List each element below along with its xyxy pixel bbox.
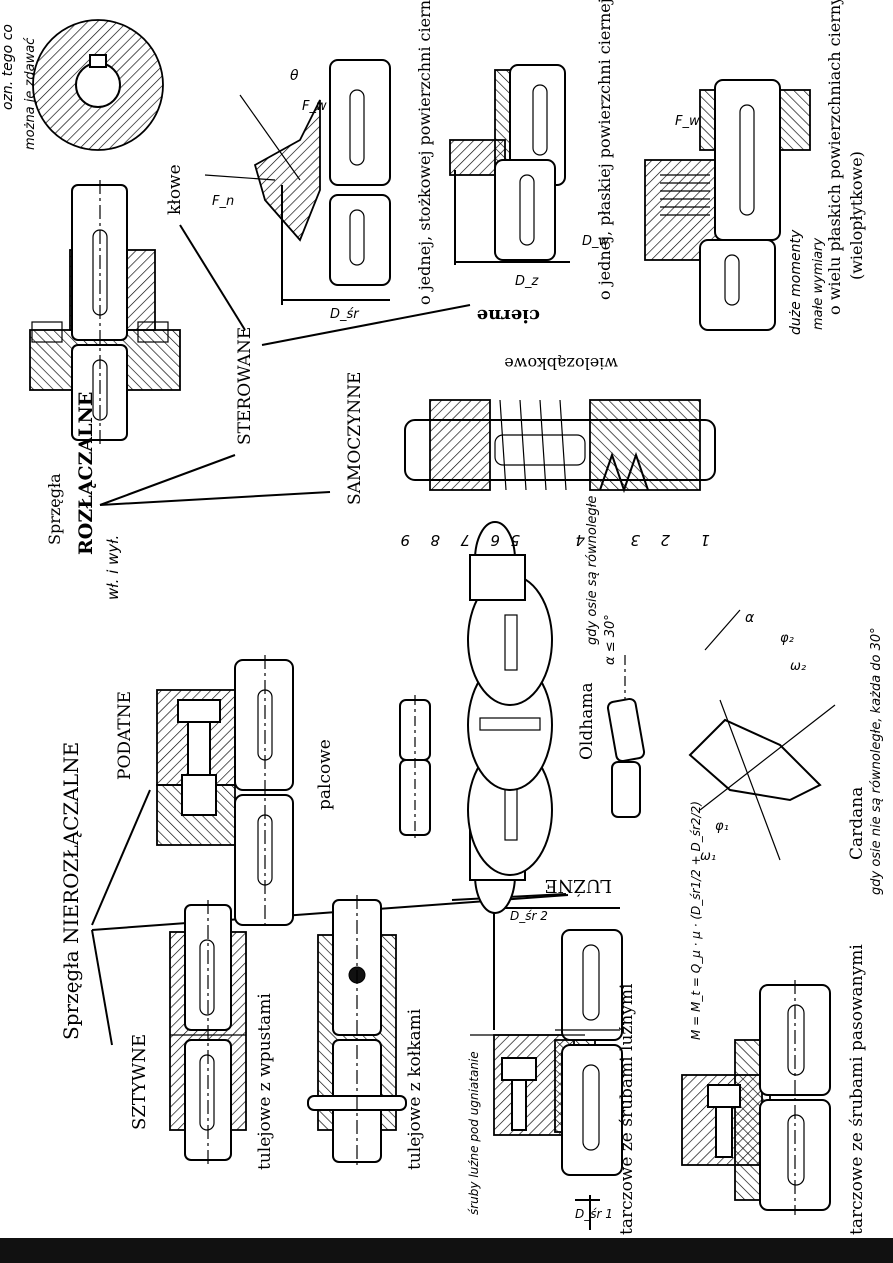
note-screw: śruby luźne pod ugniatanie [467,1051,481,1215]
flange-coupling-fitted-bolts [681,980,831,1215]
friction-plates [660,174,710,216]
note-alpha-limit: α ≤ 30° [603,614,618,665]
label-palcowe: palcowe [315,739,335,810]
pin-coupling-flexible [156,655,294,930]
note-moment-formula: M = M_t = Q_μ · μ · (D_śr1/2 + D_śr2/2) [689,801,703,1040]
label-tarczowe-pasowane: tarczowe ze śrubami pasowanymi [847,944,867,1235]
plate-clutch-section [449,64,570,265]
clutch-flange-section [29,180,181,445]
scan-edge-band [0,1238,893,1263]
self-acting-clutch [404,399,716,494]
label-wiele-plaskich: o wielu płaskich powierzchniach ciernych [825,0,844,315]
sym-theta: θ [290,68,299,84]
label-sterowane: STEROWANE [235,327,255,445]
part-number-9: 9 [400,531,410,549]
label-rozlaczalne: ROZŁĄCZALNE [75,392,97,555]
part-numbers: 1 2 3 4 5 6 7 8 9 [400,531,710,549]
label-roz-small: Sprzęgła [45,473,64,545]
note-duze-momenty: duże momenty [788,229,804,335]
flange-coupling-loose-bolts [470,907,623,1230]
part-number-2: 2 [660,531,670,549]
hub-cross-section-circle [32,19,164,151]
tree-lines-rozlaczalne [99,224,471,506]
sym-fw-1: F_w [302,99,327,114]
handwritten-notes: wł. i wył. gdy osie są równoległe gdy os… [0,24,884,1215]
label-cardana: Cardana [847,787,867,860]
label-stozkowa: o jednej, stożkowej powierzchni ciernej [415,0,434,305]
label-sztywne: SZTYWNE [129,1034,150,1130]
part-number-6: 6 [490,531,500,549]
multi-plate-clutch-section [644,79,811,331]
cone-clutch-section [204,59,391,305]
note-cardan: gdy osie nie są równoległe, każda do 30° [869,627,884,895]
sym-dsr1: D_śr 1 [575,1207,613,1221]
sleeve-coupling-pins [307,895,407,1165]
labels-inverted: LUŹNE cierne wieloząbkowe [477,305,618,898]
spring [499,399,567,491]
sleeve-coupling-keys [169,900,247,1165]
sym-fw-2: F_w [675,114,700,129]
sym-dz: D_z [515,274,540,289]
part-number-4: 4 [575,531,585,549]
sym-dsr2: D_śr 2 [510,909,548,923]
label-samoczynne: SAMOCZYNNE [345,372,365,505]
part-number-5: 5 [510,531,520,549]
sym-dsr: D_śr [330,307,360,322]
sym-dw: D_w [582,234,610,249]
note-male-wymiary: małe wymiary [811,238,826,330]
sym-phi1: φ₁ [715,819,729,834]
label-klowe: kłowe [165,164,185,215]
note-top1: ozn. tego co [0,24,16,110]
note-wl-wyl: wł. i wył. [104,535,122,600]
part-number-3: 3 [630,531,640,549]
label-wielozabkowe: wieloząbkowe [504,354,618,373]
label-podatne: PODATNE [115,691,135,780]
cardan-joint [606,609,836,861]
note-top2: można je zdawać [23,37,38,150]
sym-omega1: ω₁ [700,849,716,864]
label-wieloplytkowe: (wielopłytkowe) [847,151,866,280]
label-luzne: LUŹNE [544,875,612,898]
part-number-1: 1 [700,531,710,549]
sym-alpha: α [745,610,755,626]
label-tulejowe-wpust: tulejowe z wpustami [255,993,275,1170]
label-plaska: o jednej, płaskiej powierzchni ciernej [595,0,614,300]
sym-omega2: ω₂ [790,659,806,674]
part-number-7: 7 [460,531,470,549]
symbols: F_w F_n θ D_śr D_w D_z F_w D_śr 1 D_śr 2… [212,68,806,1221]
label-tarczowe-luzne: tarczowe ze śrubami luźnymi [617,983,637,1235]
sym-phi2: φ₂ [780,631,794,646]
note-oldham: gdy osie są równoległe [585,496,600,645]
label-cierne: cierne [477,305,540,326]
label-tulejowe-kolki: tulejowe z kołkami [405,1008,425,1170]
oldham-coupling [399,521,553,914]
part-number-8: 8 [430,531,440,549]
labels-rotated: Sprzęgła NIEROZŁĄCZALNE SZTYWNE tulejowe… [45,0,867,1235]
title-nierozlaczalne: Sprzęgła NIEROZŁĄCZALNE [59,742,83,1040]
sym-fn: F_n [212,194,234,209]
label-oldhama: Oldhama [577,682,597,760]
